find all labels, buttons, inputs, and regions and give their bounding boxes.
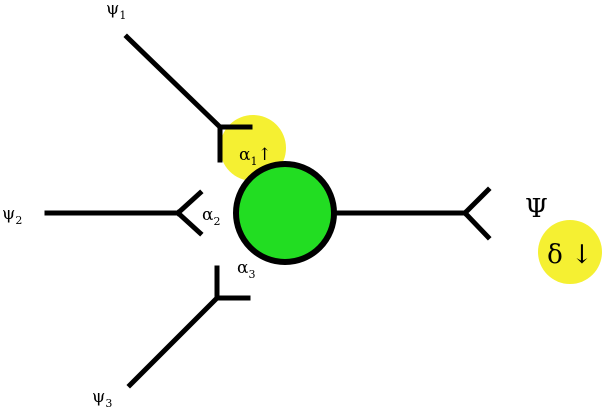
weight-1-label: α1↑ (239, 145, 272, 168)
neuron-node (233, 161, 337, 265)
output-label: Ψ (525, 194, 548, 224)
input-1-connection (123, 33, 253, 163)
delta-highlight (538, 220, 602, 284)
delta-label: δ ↓ (547, 240, 593, 270)
output-connection (332, 186, 492, 241)
input-2-label: ψ2 (2, 204, 22, 227)
input-3-label: ψ3 (92, 387, 112, 410)
input-1-label: ψ1 (106, 0, 126, 22)
weight-3-label: α3 (237, 258, 255, 281)
weight-2-label: α2 (202, 205, 220, 228)
input-2-connection (44, 189, 204, 237)
input-3-connection (126, 265, 251, 389)
